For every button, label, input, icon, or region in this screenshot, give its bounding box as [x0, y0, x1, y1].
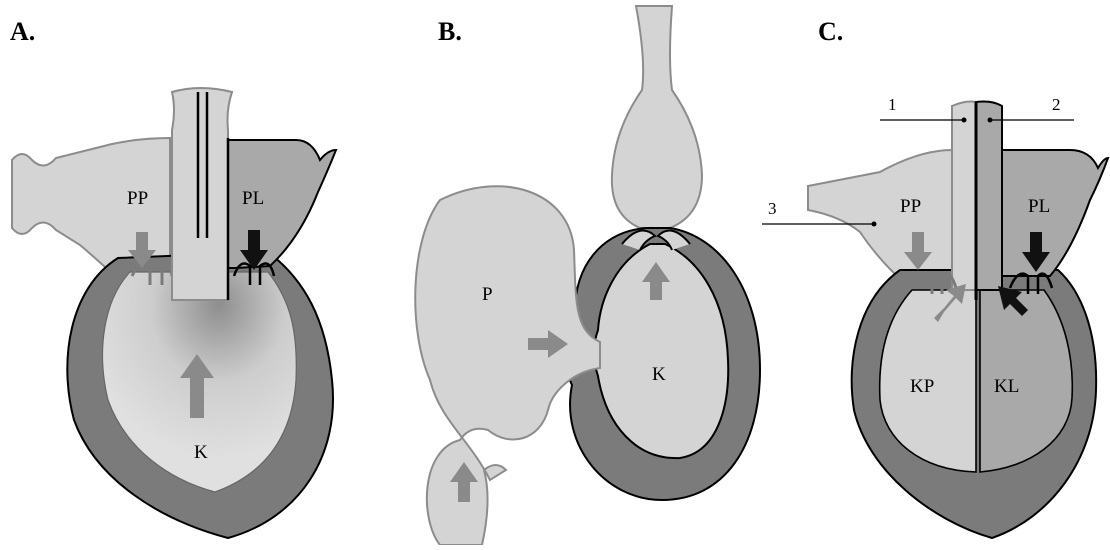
- panel-a-label-k: K: [194, 442, 208, 463]
- panel-b-label-k: K: [652, 364, 666, 385]
- panel-c-callout-dot-2: [988, 118, 993, 123]
- panel-b-label-p: P: [482, 284, 493, 305]
- panel-c: C. 1 2 3 PP PL KP: [762, 17, 1108, 538]
- panel-c-title: C.: [818, 17, 843, 46]
- panel-b-title: B.: [438, 17, 462, 46]
- panel-c-label-pp: PP: [900, 196, 921, 217]
- panel-c-outflow-trunk-right: [976, 102, 1002, 291]
- panel-b: B. P K: [415, 6, 760, 545]
- panel-b-outflow-bulb: [612, 6, 702, 228]
- panel-c-label-2: 2: [1052, 95, 1061, 114]
- panel-c-label-1: 1: [888, 95, 897, 114]
- panel-a-outflow-trunk: [172, 88, 232, 300]
- panel-c-label-3: 3: [768, 199, 777, 218]
- panel-c-callout-dot-3: [872, 222, 877, 227]
- panel-a-label-pl: PL: [242, 188, 264, 209]
- panel-c-callout-dot-1: [962, 118, 967, 123]
- panel-c-left-atrium: [808, 150, 952, 288]
- panel-c-label-kp: KP: [910, 376, 934, 397]
- panel-a-title: A.: [10, 17, 35, 46]
- panel-a-label-pp: PP: [127, 188, 148, 209]
- panel-b-sinus-venosus: [415, 186, 600, 545]
- panel-c-label-kl: KL: [994, 376, 1019, 397]
- panel-c-label-pl: PL: [1028, 196, 1050, 217]
- panel-a: A. PP PL K: [10, 17, 336, 538]
- panel-c-right-atrium: [1000, 150, 1108, 276]
- panel-c-outflow-trunk-left: [952, 102, 976, 291]
